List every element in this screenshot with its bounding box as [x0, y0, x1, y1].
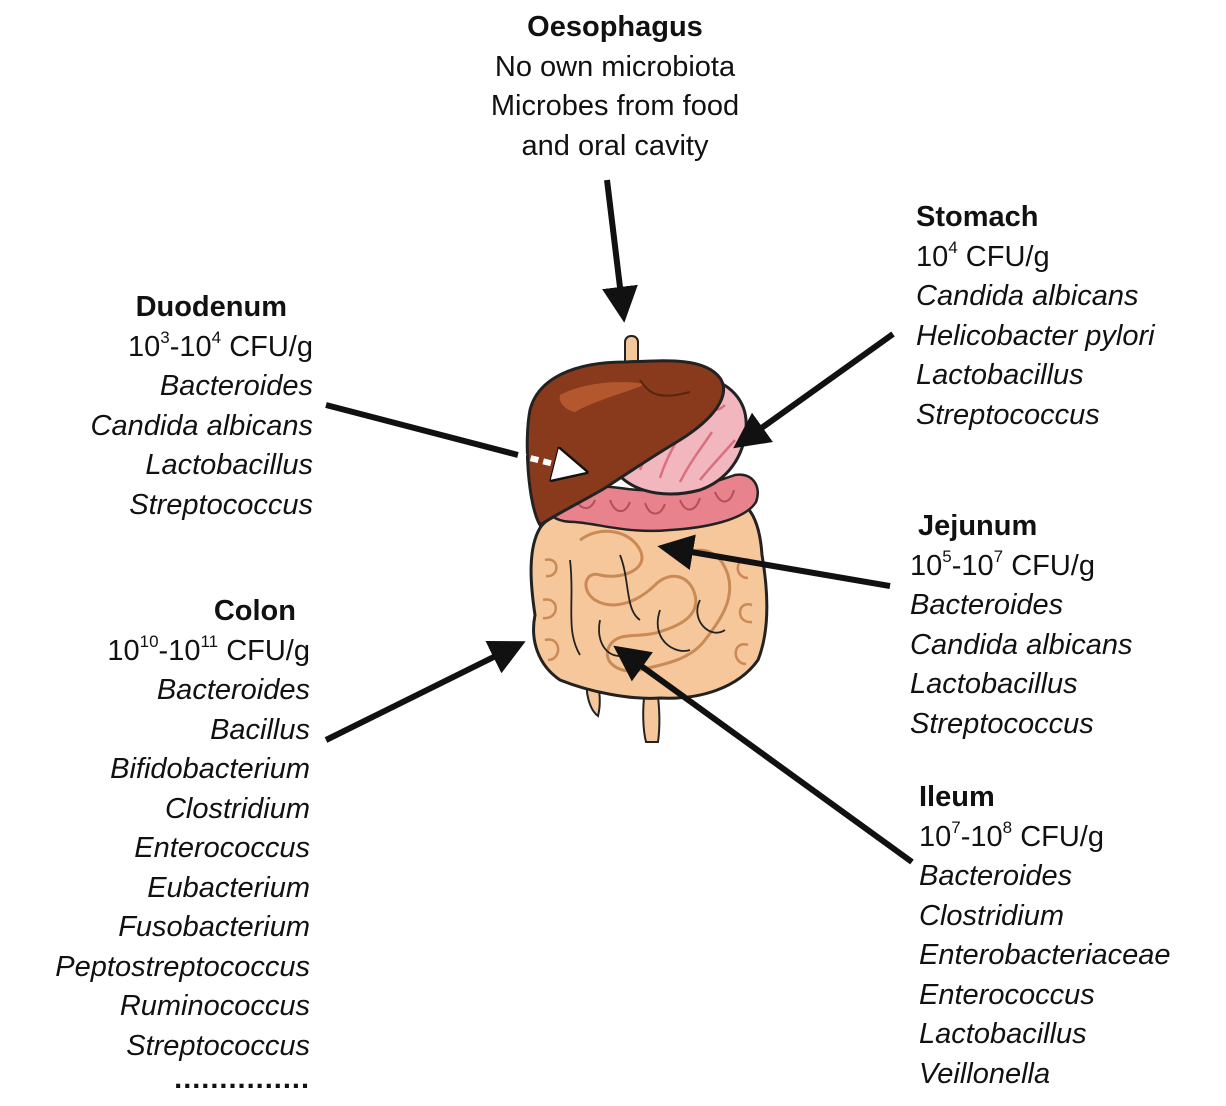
oesophagus-label-block: Oesophagus No own microbiota Microbes fr…: [430, 8, 800, 166]
oesophagus-line-3: and oral cavity: [430, 127, 800, 167]
colon-organism: Peptostreptococcus: [4, 948, 310, 988]
jejunum-organism: Streptococcus: [910, 705, 1132, 745]
duodenum-count: 103-104 CFU/g: [10, 328, 313, 368]
stomach-arrow: [742, 334, 893, 442]
stomach-label-block: Stomach 104 CFU/g Candida albicans Helic…: [916, 198, 1155, 435]
jejunum-organism: Lactobacillus: [910, 665, 1132, 705]
duodenum-organism: Lactobacillus: [10, 446, 313, 486]
stomach-title: Stomach: [916, 198, 1155, 238]
stomach-organism: Helicobacter pylori: [916, 317, 1155, 357]
jejunum-label-block: Jejunum 105-107 CFU/g Bacteroides Candid…: [910, 507, 1132, 744]
duodenum-label-block: Duodenum 103-104 CFU/g Bacteroides Candi…: [10, 288, 313, 525]
jejunum-title: Jejunum: [910, 507, 1132, 547]
colon-arrow: [326, 646, 516, 740]
ileum-organism: Bacteroides: [919, 857, 1171, 897]
jejunum-organism: Bacteroides: [910, 586, 1132, 626]
duodenum-title: Duodenum: [10, 288, 313, 328]
colon-organism: Eubacterium: [4, 869, 310, 909]
organ-illustration: [527, 336, 767, 742]
colon-organism: Clostridium: [4, 790, 310, 830]
ileum-organism: Clostridium: [919, 897, 1171, 937]
colon-title: Colon: [4, 592, 310, 632]
colon-organism: Bacteroides: [4, 671, 310, 711]
oesophagus-line-2: Microbes from food: [430, 87, 800, 127]
stomach-organism: Candida albicans: [916, 277, 1155, 317]
ileum-count: 107-108 CFU/g: [919, 818, 1171, 858]
jejunum-count: 105-107 CFU/g: [910, 547, 1132, 587]
ileum-title: Ileum: [919, 778, 1171, 818]
duodenum-organism: Bacteroides: [10, 367, 313, 407]
colon-ellipsis: ...............: [4, 1066, 310, 1092]
jejunum-organism: Candida albicans: [910, 626, 1132, 666]
ileum-organism: Veillonella: [919, 1055, 1171, 1095]
ileum-arrow: [622, 652, 912, 862]
oesophagus-arrow: [607, 180, 623, 312]
colon-organism: Fusobacterium: [4, 908, 310, 948]
ileum-organism: Lactobacillus: [919, 1015, 1171, 1055]
ileum-organism: Enterobacteriaceae: [919, 936, 1171, 976]
oesophagus-line-1: No own microbiota: [430, 48, 800, 88]
duodenum-organism: Streptococcus: [10, 486, 313, 526]
oesophagus-title: Oesophagus: [430, 8, 800, 48]
colon-count: 1010-1011 CFU/g: [4, 632, 310, 672]
stomach-count: 104 CFU/g: [916, 238, 1155, 278]
colon-organism: Enterococcus: [4, 829, 310, 869]
stomach-organism: Streptococcus: [916, 396, 1155, 436]
colon-organism: Streptococcus: [4, 1027, 310, 1067]
stomach-organism: Lactobacillus: [916, 356, 1155, 396]
colon-organism: Bacillus: [4, 711, 310, 751]
colon-organism: Bifidobacterium: [4, 750, 310, 790]
colon-organism: Ruminococcus: [4, 987, 310, 1027]
duodenum-arrow: [326, 405, 518, 455]
duodenum-organism: Candida albicans: [10, 407, 313, 447]
colon-label-block: Colon 1010-1011 CFU/g Bacteroides Bacill…: [4, 592, 310, 1092]
ileum-label-block: Ileum 107-108 CFU/g Bacteroides Clostrid…: [919, 778, 1171, 1094]
ileum-organism: Enterococcus: [919, 976, 1171, 1016]
